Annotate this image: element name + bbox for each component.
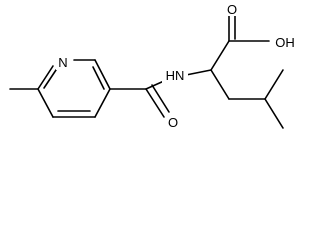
bond-ring-c2-c3 xyxy=(94,59,111,90)
bond-lines xyxy=(9,14,284,129)
atom-label-acid-o: O xyxy=(227,2,237,17)
bond-ch-methyl-down xyxy=(264,98,284,129)
bond-alpha-ch2 xyxy=(210,69,230,100)
atom-label-amide-nh: HN xyxy=(166,68,185,83)
bond-ring-c2-c3-inner xyxy=(92,66,105,90)
bond-ring-c6-n1-inner xyxy=(43,69,57,89)
atom-label-amide-o: O xyxy=(168,115,178,130)
bond-alpha-acid-c xyxy=(210,40,230,71)
bond-ring-c3-c4 xyxy=(94,88,111,118)
atom-label-ring-n: N xyxy=(58,55,67,70)
chemical-structure-diagram: N HN O O OH xyxy=(9,2,298,130)
bond-ch-methyl-up xyxy=(264,69,284,100)
bond-ring-c6-n1 xyxy=(37,65,54,90)
bond-carbonyl-o xyxy=(145,88,165,118)
bond-carbonyl-o-double xyxy=(151,84,170,113)
atom-labels: N HN O O OH xyxy=(56,2,298,130)
atom-label-acid-oh: OH xyxy=(275,35,295,50)
bond-nh-alpha xyxy=(185,69,212,76)
bond-ring-c5-c6 xyxy=(37,88,54,118)
bond-carbonyl-nh xyxy=(145,80,165,90)
